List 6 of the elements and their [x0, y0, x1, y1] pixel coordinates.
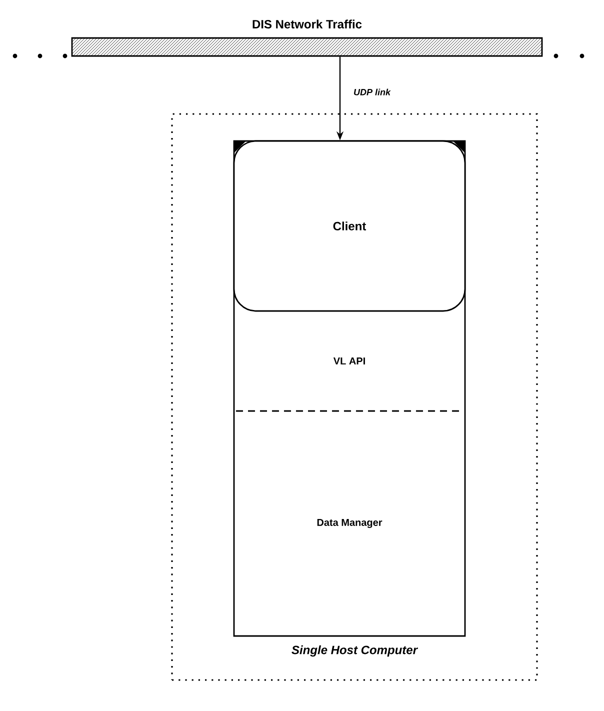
network-bar: DIS Network Traffic [71, 20, 543, 57]
layer-label: Data Manager [317, 519, 382, 528]
node-label: DIS Network Traffic [252, 20, 362, 28]
layer-label: VL API [333, 358, 365, 364]
edge-label: UDP link [354, 88, 391, 96]
client-box: Client [233, 140, 466, 312]
